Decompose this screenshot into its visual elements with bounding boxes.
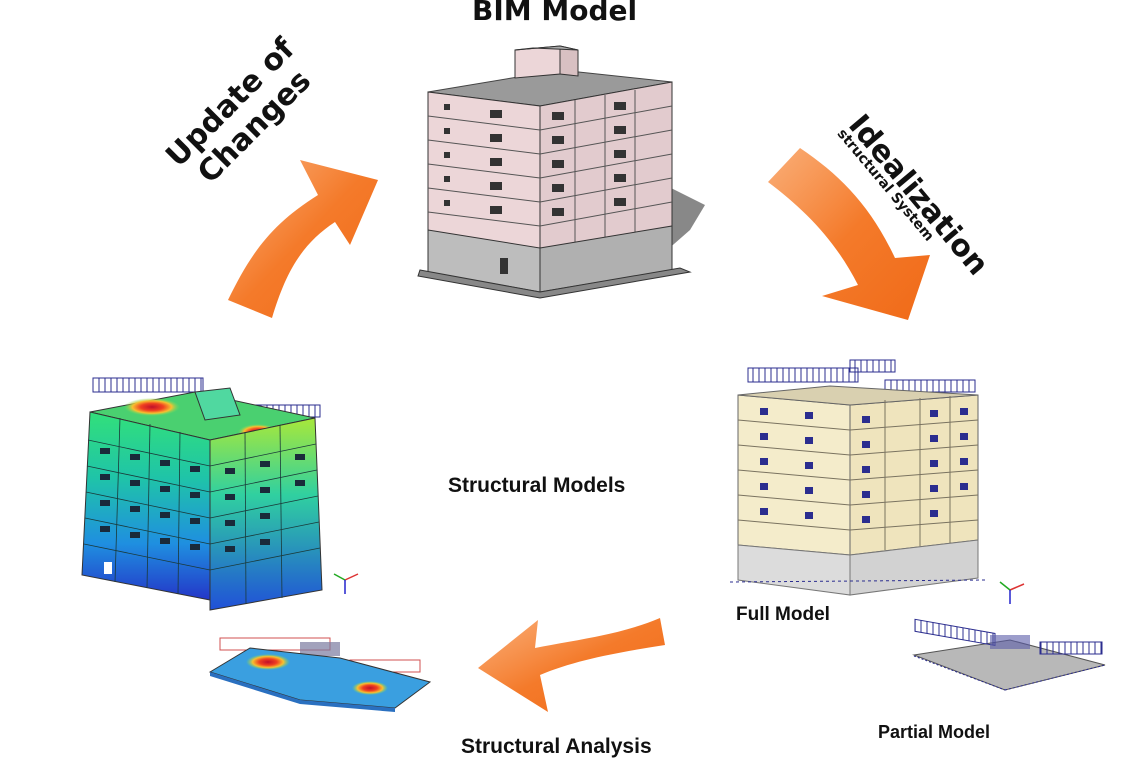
analysis-building xyxy=(81,377,359,611)
analysis-arrow xyxy=(478,618,665,712)
analysis-floor xyxy=(208,637,432,712)
structural-analysis-label: Structural Analysis xyxy=(461,735,652,758)
idealization-arrow xyxy=(768,148,930,320)
update-arrow xyxy=(228,160,378,318)
bim-building xyxy=(417,45,705,299)
structural-models-label: Structural Models xyxy=(448,474,626,497)
partial-model xyxy=(912,618,1106,691)
partial-model-label: Partial Model xyxy=(878,722,991,742)
bim-model-title: BIM Model xyxy=(472,0,638,27)
full-model-building xyxy=(729,359,1025,604)
full-model-label: Full Model xyxy=(736,604,830,625)
